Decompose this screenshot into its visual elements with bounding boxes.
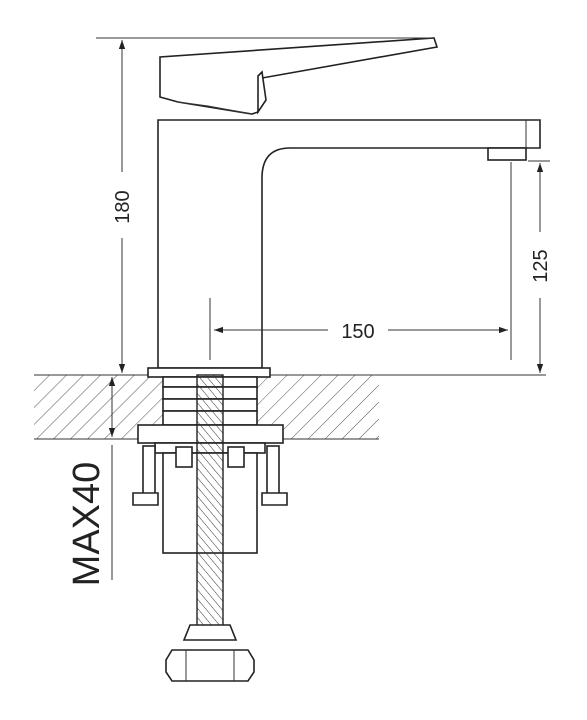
dim-label-spout-height: 125 [530, 249, 552, 282]
dimension-max40: MAX40 [66, 377, 116, 587]
dim-label-height: 180 [112, 190, 134, 223]
hex-nut [165, 649, 255, 682]
dim-label-max40: MAX40 [66, 462, 108, 587]
dimension-height-180: 180 [96, 37, 434, 373]
lever-handle [159, 37, 439, 115]
dimension-reach-150: 150 [214, 162, 512, 360]
threaded-rod [182, 374, 238, 641]
faucet-body [147, 119, 541, 378]
countertop-section [34, 374, 546, 440]
dim-label-reach: 150 [341, 321, 374, 343]
dimension-spout-height-125: 125 [528, 160, 552, 373]
